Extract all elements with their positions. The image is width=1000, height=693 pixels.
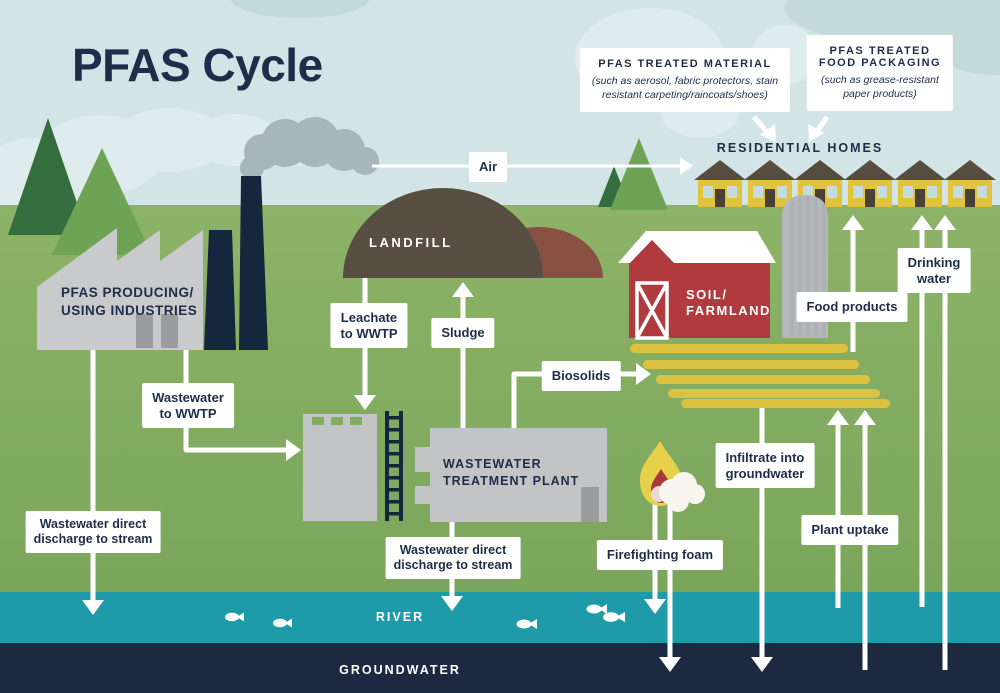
wwtp-buildings [303,411,607,522]
residential-homes-label: RESIDENTIAL HOMES [716,141,884,155]
biosolids-label: Biosolids [541,361,621,391]
smoke-icon [240,117,379,180]
fire-foam-icon [640,441,705,512]
barn-body [629,263,770,338]
arrow-callout-packaging [808,115,830,142]
pine-tree-icon [8,118,88,235]
fish-icons [225,604,625,629]
industries-label: PFAS PRODUCING/ USING INDUSTRIES [61,285,198,319]
leachate-label: Leachate to WWTP [330,303,408,349]
wwtp-main-building [430,428,607,522]
foam-icon [651,472,705,512]
plant-uptake-label: Plant uptake [801,515,899,545]
arrow-food-products [842,215,864,352]
wwtp-door [581,487,599,522]
trees-left [8,118,152,255]
callout-title: PFAS TREATED MATERIAL [598,58,772,70]
drinking-water-label: Drinking water [897,248,971,294]
river-band [0,592,1000,643]
fish-icon [225,612,244,622]
air-label: Air [468,152,508,182]
fish-icon [516,619,537,629]
wwtp-tank [303,428,377,521]
wastewater-to-wwtp-label: Wastewater to WWTP [142,383,234,429]
fish-icon [603,612,625,622]
infiltrate-groundwater-label: Infiltrate into groundwater [715,443,815,489]
barn [618,231,776,340]
arrow-plant-uptake-groundwater [854,410,876,670]
trees-right [598,138,668,210]
firefighting-foam-label: Firefighting foam [596,540,724,570]
factory-window [161,314,178,348]
page-title: PFAS Cycle [72,39,323,91]
sludge-label: Sludge [431,318,495,348]
fish-icon [273,618,292,628]
factory-building [37,176,268,350]
food-products-label: Food products [796,292,908,322]
arrow-drinking-water-groundwater [934,215,956,670]
wastewater-direct-discharge-label-left: Wastewater direct discharge to stream [25,511,161,553]
barn-door [635,281,669,340]
house-icon [894,160,946,207]
river-label: RIVER [375,610,425,624]
callout-subtitle: (such as grease-resistant paper products… [821,74,939,100]
groundwater-label: GROUNDWATER [339,663,461,677]
house-icon [844,160,896,207]
smokestack-icon [204,230,236,350]
pine-tree-icon [610,138,668,210]
arrow-firefighting-groundwater [659,502,681,672]
arrow-wastewater-direct-left [82,350,104,615]
groundwater-band [0,643,1000,693]
wwtp-label: WASTEWATER TREATMENT PLANT [443,457,580,488]
house-icon [744,160,796,207]
callout-pfas-treated-food-packaging: PFAS TREATED FOOD PACKAGING (such as gre… [806,35,954,112]
arrow-callout-material [752,115,776,142]
crop-rows [630,344,890,408]
fish-icon [586,604,607,614]
ladder-icon [385,411,403,521]
landfill-mounds [343,188,603,278]
factory-window [136,314,153,348]
house-icon [944,160,996,207]
landfill-label: LANDFILL [369,235,453,250]
soil-farmland-label: SOIL/ FARMLAND [686,287,771,319]
smokestack-icon [239,176,268,350]
wastewater-direct-discharge-label-mid: Wastewater direct discharge to stream [385,537,521,579]
landfill-mound-large [343,188,543,278]
callout-title: PFAS TREATED FOOD PACKAGING [818,45,942,69]
callout-pfas-treated-material: PFAS TREATED MATERIAL (such as aerosol, … [579,48,791,113]
callout-subtitle: (such as aerosol, fabric protectors, sta… [591,75,779,101]
pine-tree-icon [52,148,152,255]
arrow-air [372,157,693,175]
wwtp-tank-top [303,414,377,428]
house-icon [694,160,746,207]
